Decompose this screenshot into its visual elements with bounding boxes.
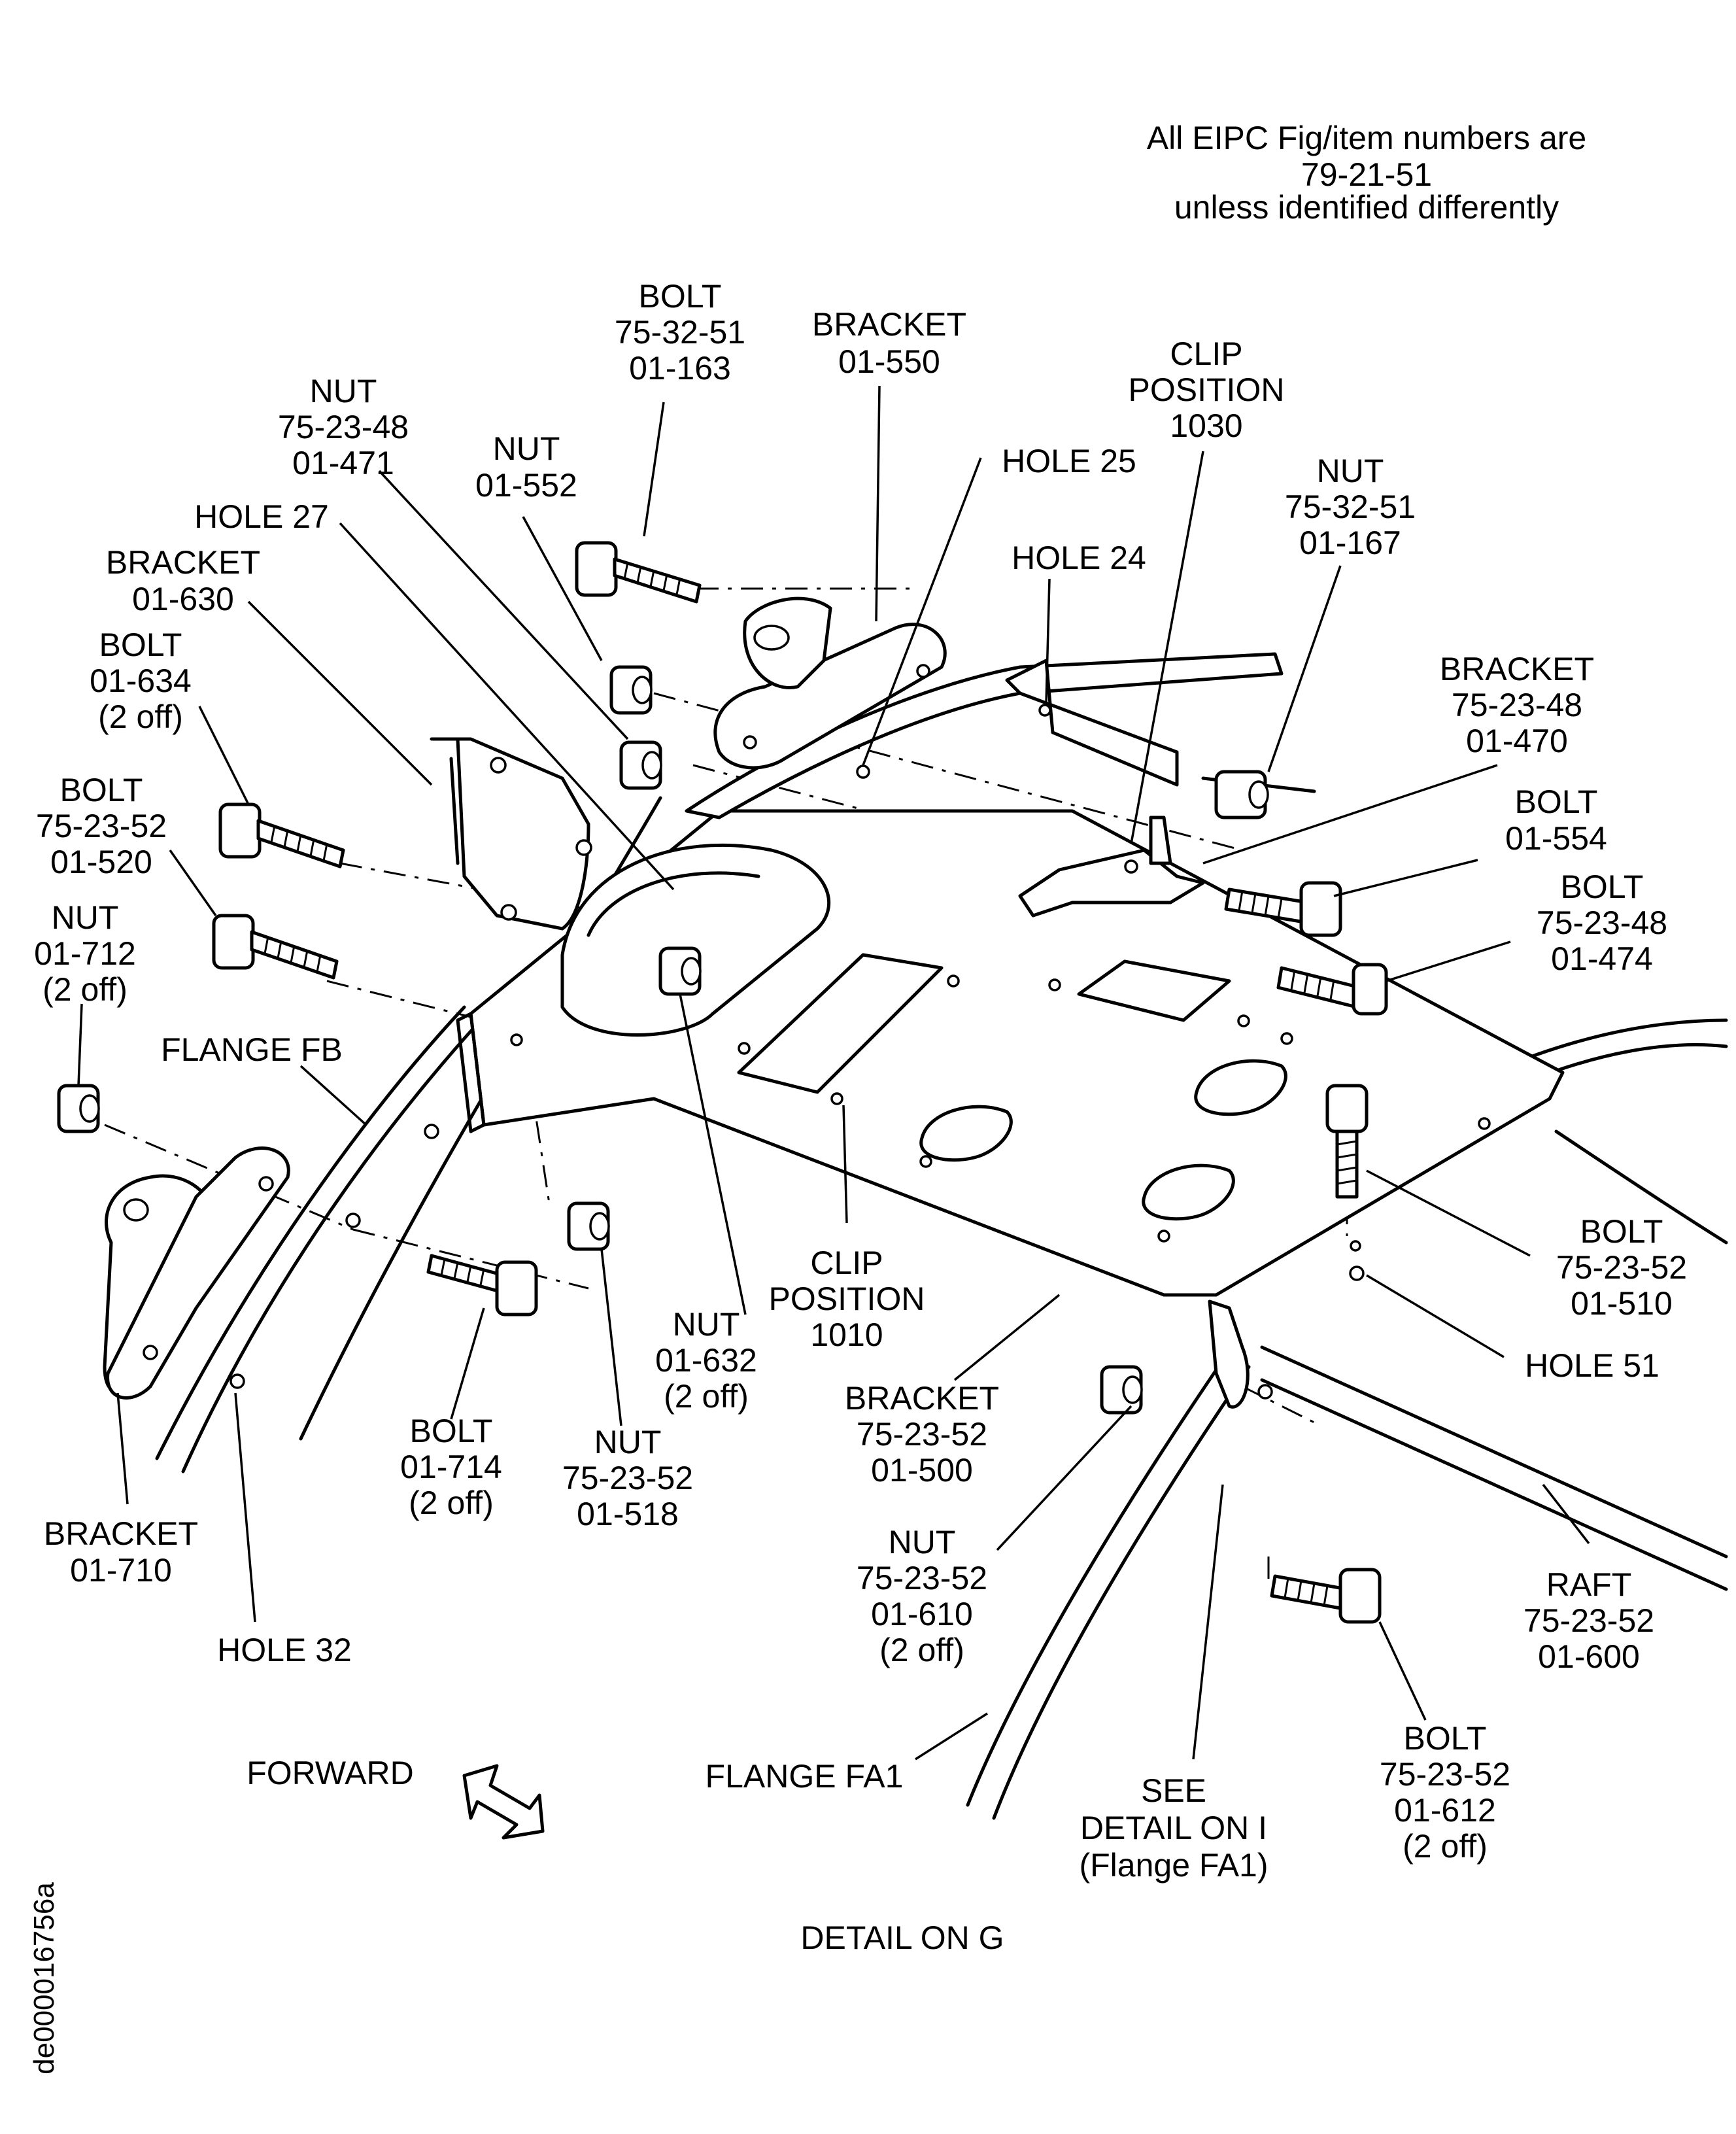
note-line-2: 79-21-51	[1301, 156, 1432, 193]
clip-1030-part	[1018, 816, 1205, 918]
label-hole-32: HOLE 32	[217, 1632, 352, 1668]
bolt-01-612-part	[1270, 1568, 1382, 1624]
raft-geometry	[1260, 1129, 1728, 1591]
nut-01-518-part	[567, 1201, 610, 1251]
note-line-1: All EIPC Fig/item numbers are	[1147, 120, 1586, 156]
bolt-01-163-part	[575, 541, 702, 604]
nut-01-632-part	[658, 946, 702, 996]
bolt-01-474-part	[1276, 963, 1388, 1016]
bracket-01-630-part	[430, 737, 592, 931]
nuts	[57, 665, 1269, 1415]
bracket-01-710-part	[103, 1124, 439, 1400]
label-forward: FORWARD	[247, 1755, 414, 1791]
bracket-01-550-part	[713, 596, 947, 770]
fasteners	[212, 541, 1388, 1624]
forward-arrow-icon	[462, 1764, 545, 1840]
note-line-3: unless identified differently	[1174, 189, 1559, 226]
label-hole-24: HOLE 24	[1012, 540, 1146, 576]
label-flange-fb: FLANGE FB	[161, 1031, 343, 1068]
nut-01-610-part	[1100, 1365, 1143, 1415]
nut-01-712-part	[57, 1084, 100, 1133]
label-hole-27: HOLE 27	[194, 498, 329, 535]
bolt-01-510-part	[1325, 1084, 1369, 1199]
bracket-75-23-52-01-500-part	[456, 809, 1565, 1409]
eipc-note: All EIPC Fig/item numbers are 79-21-51 u…	[1147, 120, 1586, 226]
bolt-01-634-part	[218, 802, 345, 869]
leader-lines	[77, 385, 1590, 1761]
label-hole-51: HOLE 51	[1525, 1347, 1659, 1384]
drawing-id: de000016756a	[28, 1882, 60, 2074]
label-flange-fa1: FLANGE FA1	[706, 1758, 904, 1795]
bolt-01-554-part	[1224, 881, 1342, 937]
flange-fb-geometry	[155, 796, 662, 1473]
nut-01-552-part	[609, 665, 653, 715]
label-hole-25: HOLE 25	[1002, 443, 1136, 479]
bolt-01-520-part	[212, 914, 339, 980]
nut-01-471-part	[619, 740, 662, 790]
nut-01-167-part	[1214, 770, 1269, 819]
detail-caption: DETAIL ON G	[800, 1919, 1004, 1956]
bolt-01-714-part	[426, 1254, 538, 1317]
